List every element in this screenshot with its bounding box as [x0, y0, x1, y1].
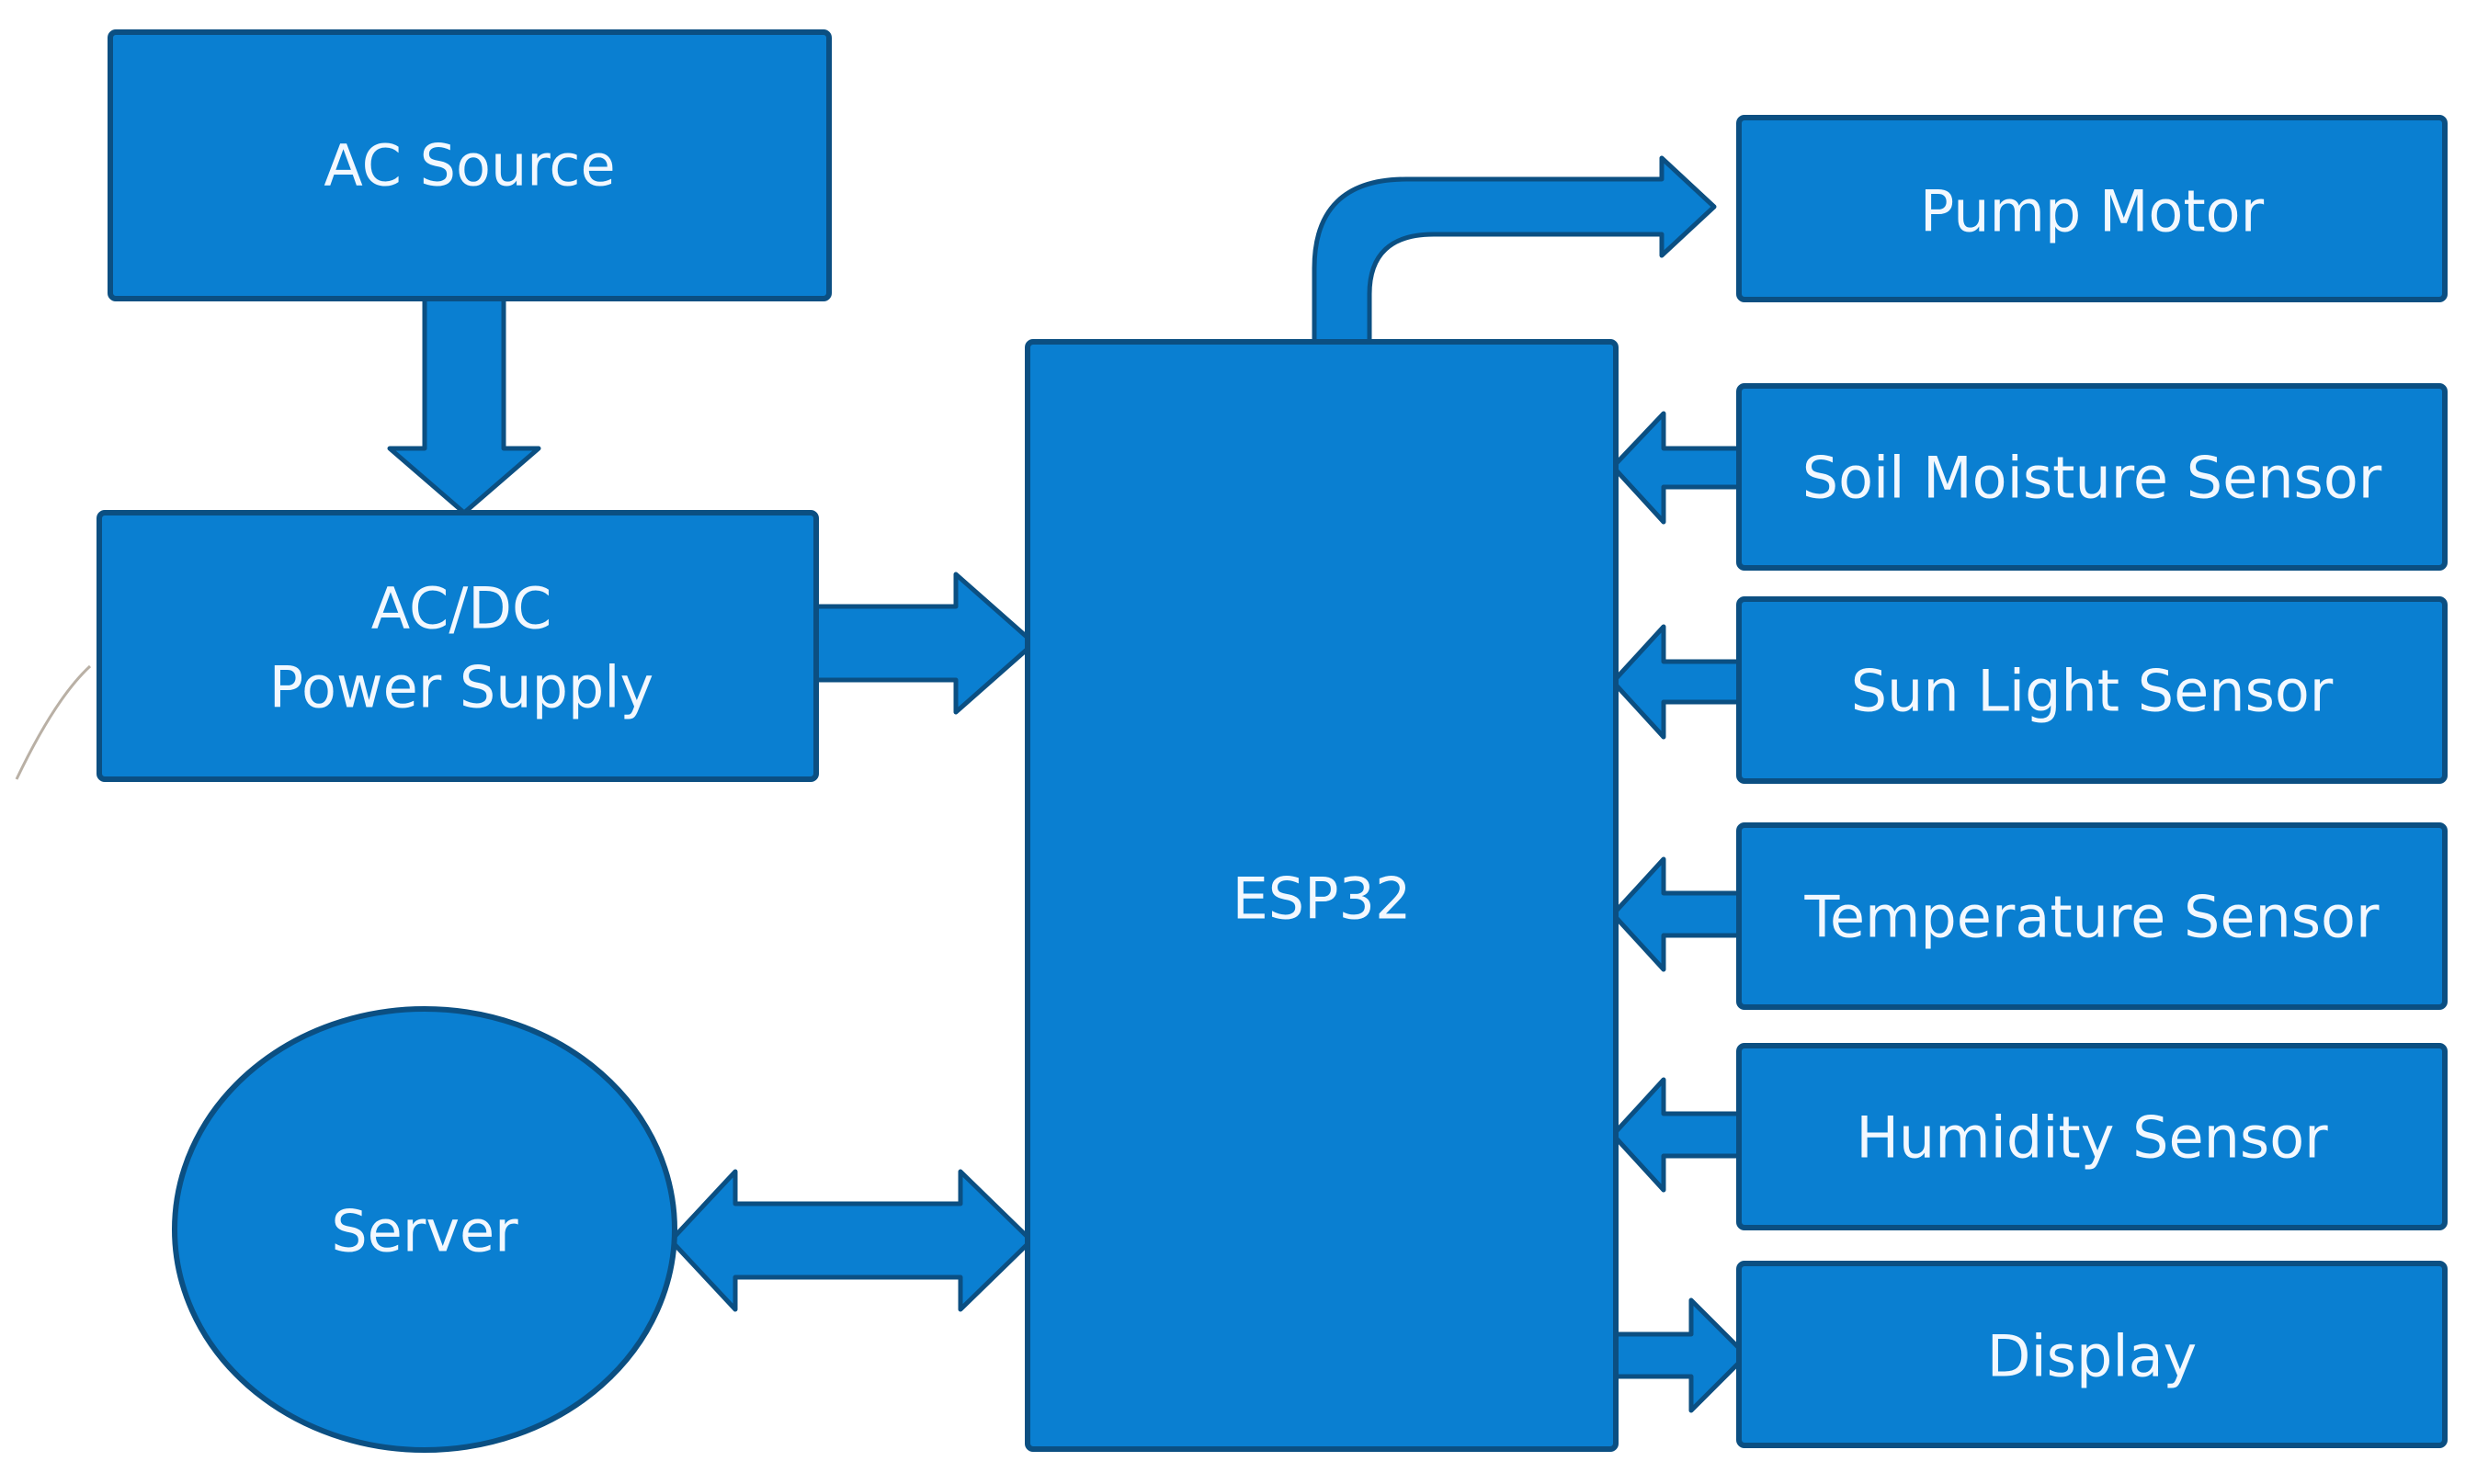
- soil-moisture-sensor-block: [1736, 383, 2448, 571]
- display-label: Display: [1987, 1323, 2198, 1390]
- power-supply-label-line2: Power Supply: [269, 654, 653, 721]
- arrow-esp32-to-display: [1610, 1297, 1749, 1413]
- arrow-humidity-to-esp32: [1610, 1077, 1744, 1193]
- pump-motor-label: Pump Motor: [1920, 178, 2265, 245]
- humidity-sensor-label: Humidity Sensor: [1856, 1105, 2328, 1172]
- esp32-block: [1025, 339, 1619, 1452]
- sun-light-sensor-label: Sun Light Sensor: [1851, 658, 2334, 725]
- server-node: [172, 1006, 677, 1453]
- temperature-sensor-label: Temperature Sensor: [1804, 884, 2380, 951]
- soil-moisture-sensor-label: Soil Moisture Sensor: [1802, 445, 2382, 512]
- arrow-esp32-server-bidirectional: [668, 1169, 1034, 1312]
- pump-motor-block: [1736, 115, 2448, 302]
- stray-line: [15, 664, 92, 780]
- arrow-power-supply-to-esp32: [806, 572, 1037, 715]
- arrow-esp32-to-pump-motor: [1312, 155, 1717, 345]
- server-label: Server: [331, 1198, 518, 1265]
- arrow-soil-moisture-to-esp32: [1610, 411, 1744, 525]
- temperature-sensor-block: [1736, 822, 2448, 1010]
- humidity-sensor-block: [1736, 1043, 2448, 1230]
- arrow-sun-light-to-esp32: [1610, 624, 1744, 740]
- sun-light-sensor-block: [1736, 596, 2448, 784]
- esp32-label: ESP32: [1233, 866, 1412, 933]
- power-supply-block: [97, 510, 819, 782]
- arrow-ac-source-to-power-supply: [387, 294, 541, 515]
- ac-source-label: AC Source: [324, 132, 615, 199]
- arrow-temperature-to-esp32: [1610, 856, 1744, 972]
- ac-source-block: [108, 29, 832, 301]
- display-block: [1736, 1261, 2448, 1448]
- power-supply-label-line1: AC/DC: [371, 575, 552, 642]
